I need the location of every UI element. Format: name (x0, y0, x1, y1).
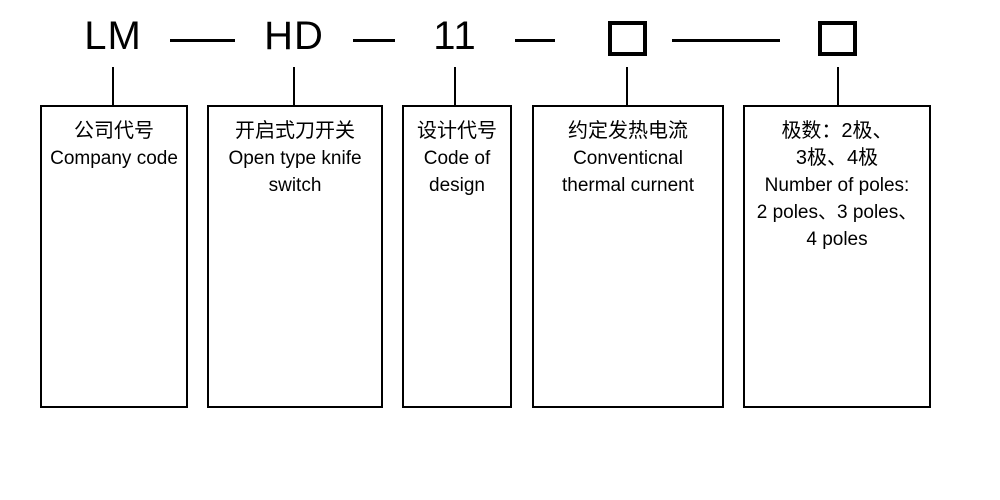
legend-en-text: thermal curnent (561, 175, 694, 196)
legend-en-text: 4 poles (806, 229, 868, 250)
model-code-company-segment: LM (84, 14, 142, 58)
placeholder-box-thermal-current (608, 21, 647, 56)
legend-en-text: Company code (50, 148, 178, 169)
legend-zh-text: 开启式刀开关 (235, 120, 355, 142)
legend-en-text: Code of (423, 148, 491, 169)
dash-separator-4 (672, 39, 780, 42)
legend-zh-text: 约定发热电流 (568, 120, 688, 142)
legend-box-thermal-current: 约定发热电流 Conventicnal thermal curnent (532, 105, 724, 408)
connector-line-thermal-current (626, 67, 628, 106)
connector-line-type (293, 67, 295, 106)
legend-box-knife-switch: 开启式刀开关 Open type knife switch (207, 105, 383, 408)
legend-box-company-code: 公司代号 Company code (40, 105, 188, 408)
model-code-type-segment: HD (264, 14, 324, 58)
legend-zh-text: 设计代号 (417, 120, 497, 142)
legend-en-text: switch (268, 175, 322, 196)
legend-box-design-code: 设计代号 Code of design (402, 105, 512, 408)
legend-en-text: Conventicnal (573, 148, 683, 169)
dash-separator-2 (353, 39, 395, 42)
connector-line-design (454, 67, 456, 106)
legend-box-number-of-poles: 极数：2极、 3极、4极 Number of poles: 2 poles、3 … (743, 105, 931, 408)
legend-zh-text: 极数：2极、 (781, 120, 893, 142)
dash-separator-3 (515, 39, 555, 42)
legend-en-text: 2 poles、3 poles、 (756, 202, 918, 223)
connector-line-company (112, 67, 114, 106)
model-code-design-segment: 11 (433, 14, 477, 58)
placeholder-box-poles (818, 21, 857, 56)
legend-en-text: design (429, 175, 485, 196)
legend-en-text: Open type knife (228, 148, 362, 169)
legend-en-text: Number of poles: (764, 175, 910, 196)
legend-zh-text: 公司代号 (74, 120, 154, 142)
dash-separator-1 (170, 39, 235, 42)
legend-zh-text: 3极、4极 (795, 147, 879, 169)
connector-line-poles (837, 67, 839, 106)
